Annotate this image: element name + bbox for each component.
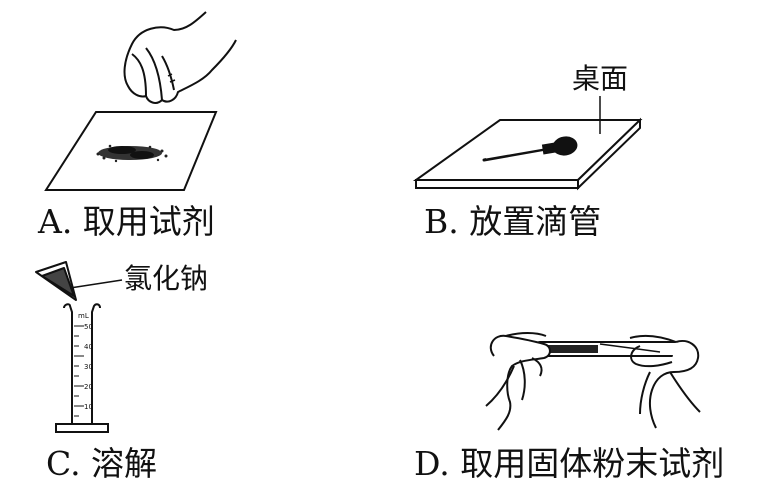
- cylinder-mark-50: 50: [84, 323, 93, 331]
- panel-d-illustration: [486, 333, 700, 430]
- cylinder-unit-label: mL: [78, 312, 89, 320]
- caption-c: C. 溶解: [46, 446, 157, 482]
- test-tube-icon: [535, 342, 685, 356]
- caption-d: D. 取用固体粉末试剂: [414, 446, 724, 482]
- caption-b: B. 放置滴管: [424, 204, 601, 240]
- panel-c-illustration: mL 50 40 30 20 10: [36, 262, 122, 432]
- graduated-cylinder: [56, 304, 108, 432]
- tabletop-edge: [416, 180, 578, 188]
- hand-icon: [125, 12, 236, 103]
- cylinder-mark-10: 10: [84, 403, 93, 411]
- sodium-chloride-leader-line: [70, 280, 122, 288]
- caption-a: A. 取用试剂: [38, 204, 215, 240]
- cylinder-mark-30: 30: [84, 363, 93, 371]
- left-hand-icon: [486, 333, 550, 430]
- paper-with-salt-icon: [36, 262, 76, 300]
- cylinder-mark-40: 40: [84, 343, 93, 351]
- cylinder-mark-20: 20: [84, 383, 93, 391]
- label-sodium-chloride: 氯化钠: [124, 264, 208, 294]
- label-tabletop: 桌面: [572, 64, 628, 94]
- panel-b-illustration: [416, 96, 640, 188]
- tabletop: [416, 120, 640, 180]
- panel-a-illustration: [46, 12, 236, 190]
